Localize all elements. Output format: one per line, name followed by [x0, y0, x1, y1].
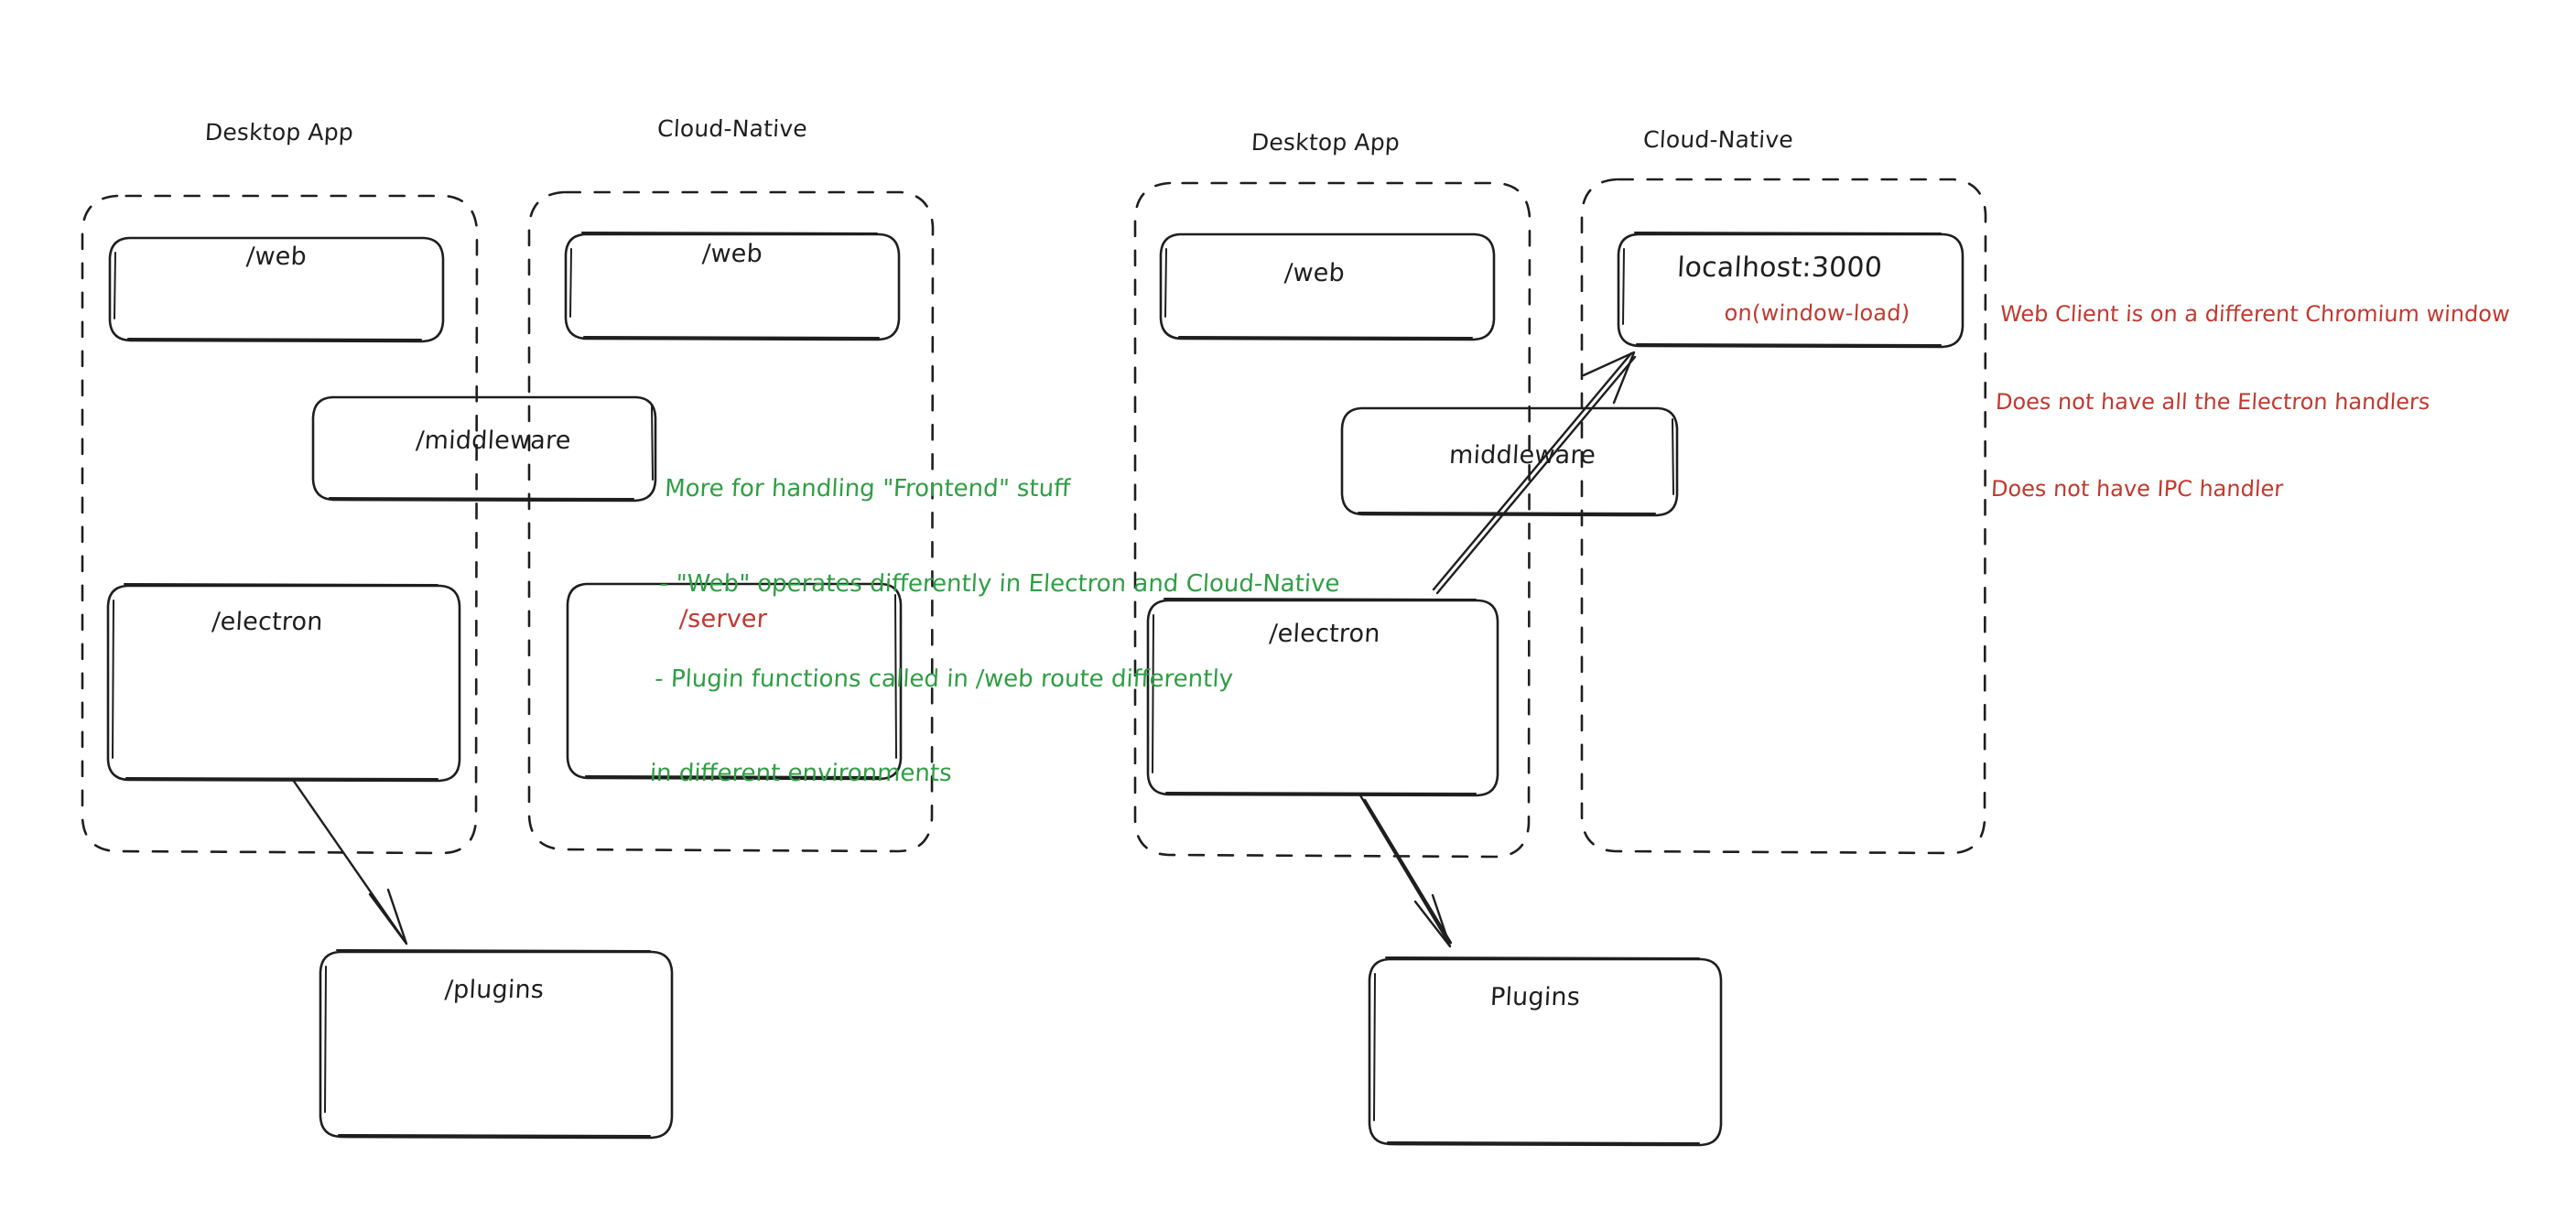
node-label-left-plugins[interactable]: /plugins — [444, 976, 545, 1004]
annotation-note-red-line-1: Web Client is on a different Chromium wi… — [1999, 300, 2511, 327]
annotation-note-green-line-2: - "Web" operates differently in Electron… — [658, 569, 1341, 598]
node-label-left-cloud-web[interactable]: /web — [701, 240, 763, 268]
arrow-left-electron-to-plugins — [291, 778, 408, 946]
node-shape-left-cloud-web — [564, 232, 901, 341]
group-border-right-cloud-native — [1580, 178, 1987, 855]
annotation-note-red-line-2: Does not have all the Electron handlers — [1995, 388, 2431, 415]
group-label-left-cloud-native: Cloud-Native — [656, 115, 808, 142]
node-label-right-plugins[interactable]: Plugins — [1489, 983, 1581, 1011]
annotation-note-green: More for handling "Frontend" stuff - "We… — [645, 410, 1348, 853]
node-shape-left-electron — [106, 583, 461, 783]
group-label-right-cloud-native: Cloud-Native — [1642, 126, 1794, 153]
node-shape-left-server — [566, 582, 903, 781]
node-shape-left-desktop-web — [108, 236, 445, 343]
annotation-note-red-line-3: Does not have IPC handler — [1990, 476, 2284, 503]
node-label-right-middleware[interactable]: middleware — [1448, 441, 1596, 470]
node-label-right-desktop-web[interactable]: /web — [1283, 259, 1346, 287]
group-border-left-cloud-native — [527, 190, 935, 853]
node-label-left-electron[interactable]: /electron — [211, 608, 324, 636]
node-label-left-middleware[interactable]: /middleware — [415, 427, 572, 455]
arrow-right-electron-to-localhost — [1432, 351, 1637, 595]
group-label-left-desktop-app: Desktop App — [204, 119, 354, 146]
node-sublabel-right-localhost-on-window-load: on(window-load) — [1723, 300, 1911, 326]
group-border-right-desktop-app — [1133, 181, 1532, 859]
node-shape-left-middleware — [311, 395, 657, 503]
group-border-left-desktop-app — [81, 194, 479, 855]
annotation-note-green-line-3: - Plugin functions called in /web route … — [654, 665, 1234, 693]
node-shape-right-plugins — [1368, 956, 1723, 1147]
node-shape-right-middleware — [1340, 406, 1679, 517]
node-shape-left-plugins — [319, 949, 674, 1140]
node-label-right-localhost[interactable]: localhost:3000 — [1676, 252, 1883, 284]
annotation-note-red: Web Client is on a different Chromium wi… — [1987, 242, 2514, 563]
annotation-note-green-line-4: in different environments — [649, 760, 953, 788]
node-shape-right-localhost — [1617, 232, 1964, 349]
node-shape-right-desktop-web — [1159, 232, 1496, 341]
annotation-note-green-line-1: More for handling "Frontend" stuff — [664, 475, 1071, 503]
group-label-right-desktop-app: Desktop App — [1250, 129, 1401, 156]
node-label-left-desktop-web[interactable]: /web — [245, 243, 308, 271]
node-shape-right-electron — [1146, 598, 1499, 797]
arrow-right-electron-to-plugins — [1358, 794, 1453, 948]
